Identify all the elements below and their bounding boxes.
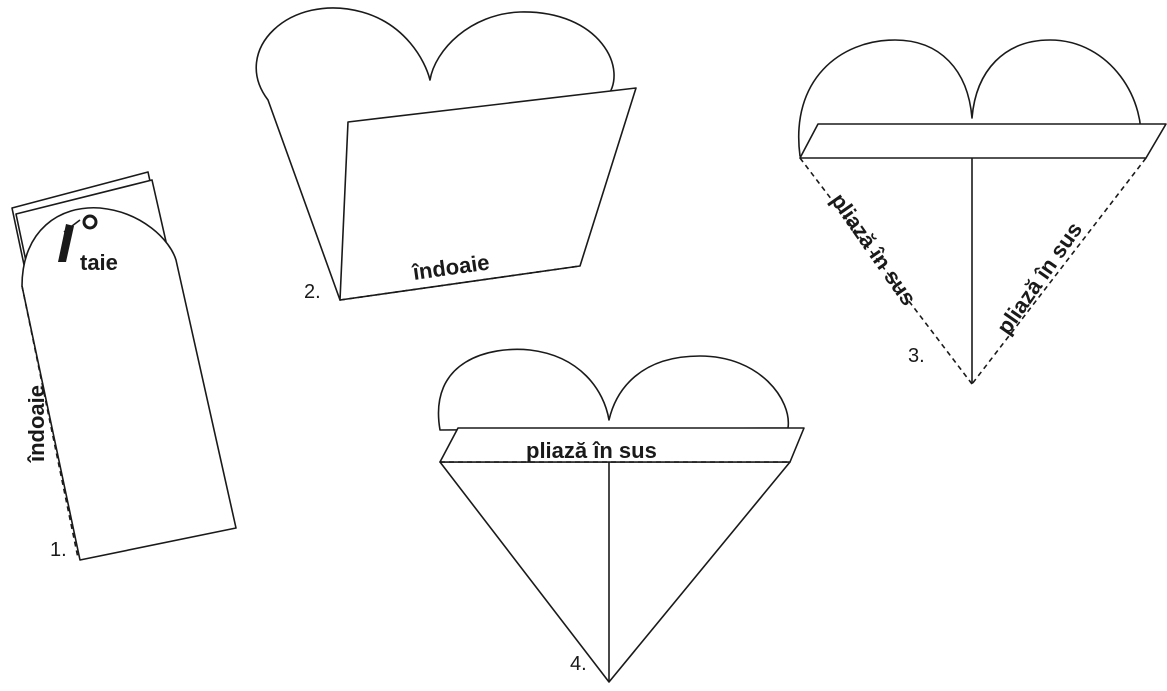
step-3-right-label: pliază în sus: [992, 217, 1088, 339]
step-1-fold-label: îndoaie: [24, 385, 49, 463]
step-1-front-sheet: [22, 208, 236, 560]
step-2-number: 2.: [304, 281, 321, 303]
step-4-heart: pliază în sus 4.: [438, 349, 804, 682]
step-1-number: 1.: [50, 539, 67, 561]
step-4-number: 4.: [570, 653, 587, 675]
step-3-number: 3.: [908, 345, 925, 367]
step-2-half-folded-heart: îndoaie 2.: [256, 8, 636, 303]
step-3-folded-band: [800, 124, 1166, 158]
step-3-left-label: pliază în sus: [826, 189, 922, 311]
step-1-folded-paper: taie îndoaie 1.: [12, 172, 236, 561]
step-1-cut-label: taie: [80, 250, 118, 275]
step-4-fold-label: pliază în sus: [526, 438, 657, 463]
step-4-heart-body: [440, 462, 790, 682]
step-3-heart: pliază în sus pliază în sus 3.: [799, 40, 1166, 384]
step-4-heart-lobes: [438, 349, 788, 430]
